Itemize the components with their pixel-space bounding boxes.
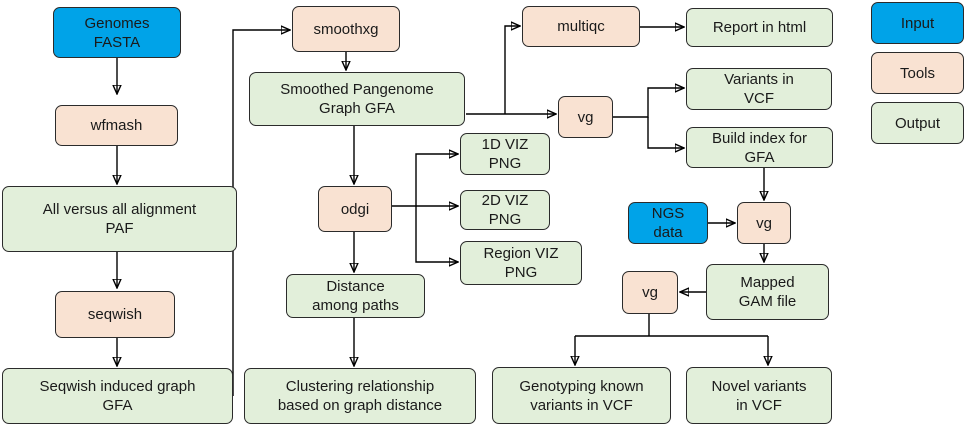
node-variants-vcf: Variants in VCF xyxy=(686,68,832,110)
edge-seqwishgraph-smoothxg xyxy=(232,30,290,396)
node-vg-map: vg xyxy=(737,202,791,244)
legend-input: Input xyxy=(871,2,964,44)
node-distance-paths: Distance among paths xyxy=(286,274,425,318)
legend-output: Output xyxy=(871,102,964,144)
edge-odgi-vizregion xyxy=(415,206,458,262)
node-genomes-fasta: Genomes FASTA xyxy=(53,7,181,58)
node-smoothxg: smoothxg xyxy=(292,6,400,52)
node-wfmash: wfmash xyxy=(55,105,178,146)
node-1d-viz-png: 1D VIZ PNG xyxy=(460,133,550,175)
node-ngs-data: NGS data xyxy=(628,202,708,244)
edge-vg-buildindex xyxy=(647,117,684,148)
node-genotyping-vcf: Genotyping known variants in VCF xyxy=(492,367,671,424)
node-2d-viz-png: 2D VIZ PNG xyxy=(460,190,550,230)
node-clustering: Clustering relationship based on graph d… xyxy=(244,368,476,424)
node-seqwish: seqwish xyxy=(55,291,175,338)
edge-odgi-viz1d xyxy=(392,154,458,207)
node-vg-call: vg xyxy=(622,271,678,314)
node-smoothed-graph-gfa: Smoothed Pangenome Graph GFA xyxy=(249,72,465,126)
legend-tools: Tools xyxy=(871,52,964,94)
node-seqwish-graph-gfa: Seqwish induced graph GFA xyxy=(2,368,233,424)
node-mapped-gam: Mapped GAM file xyxy=(706,264,829,320)
node-region-viz-png: Region VIZ PNG xyxy=(460,241,582,285)
node-odgi: odgi xyxy=(318,186,392,232)
node-vg-main: vg xyxy=(558,96,613,138)
edge-vg-variants xyxy=(613,88,684,118)
node-multiqc: multiqc xyxy=(522,6,640,47)
edge-smoothed-multiqc xyxy=(504,26,520,114)
node-build-index-gfa: Build index for GFA xyxy=(686,127,833,168)
node-alignment-paf: All versus all alignment PAF xyxy=(2,186,237,252)
node-report-html: Report in html xyxy=(686,8,833,47)
node-novel-variants-vcf: Novel variants in VCF xyxy=(686,367,832,424)
